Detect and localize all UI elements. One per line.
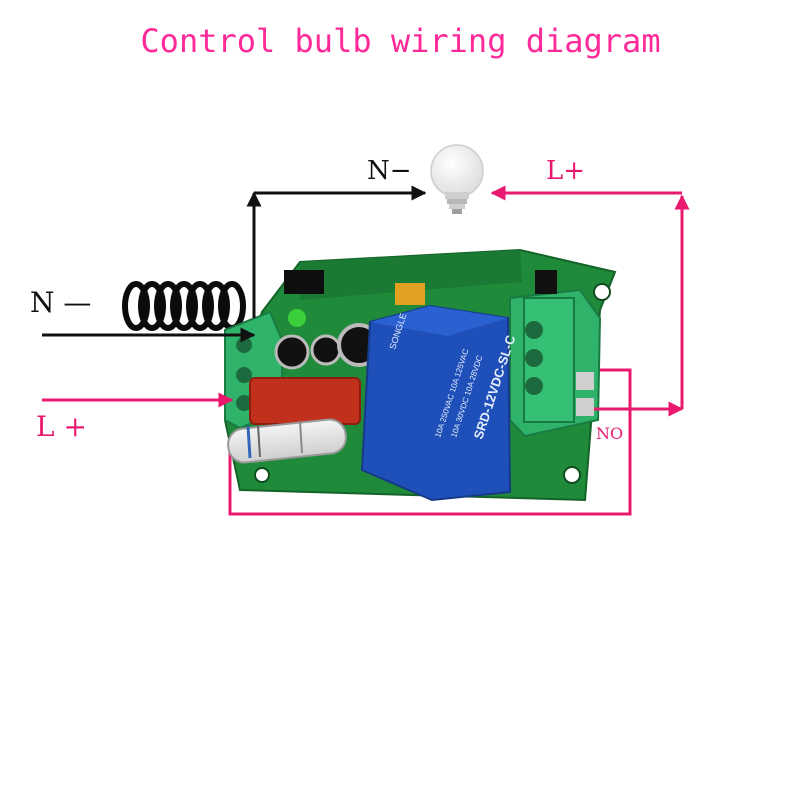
label-l-bulb: L+ <box>546 156 586 186</box>
antenna-coil <box>122 281 246 331</box>
label-no-terminal: NO <box>596 424 624 443</box>
relay: SONGLE SRD-12VDC-SL-C 10A 250VAC 10A 125… <box>360 304 519 502</box>
label-n-input: N — <box>30 286 92 319</box>
label-n-bulb: N− <box>367 156 412 186</box>
right-terminal-block <box>509 288 602 438</box>
power-resistor <box>227 418 347 464</box>
live-loop-wire <box>228 368 632 516</box>
light-bulb-icon <box>430 144 484 214</box>
film-capacitor <box>249 377 361 425</box>
diagram-title: Control bulb wiring diagram <box>140 22 661 60</box>
label-l-input: L + <box>36 410 87 443</box>
